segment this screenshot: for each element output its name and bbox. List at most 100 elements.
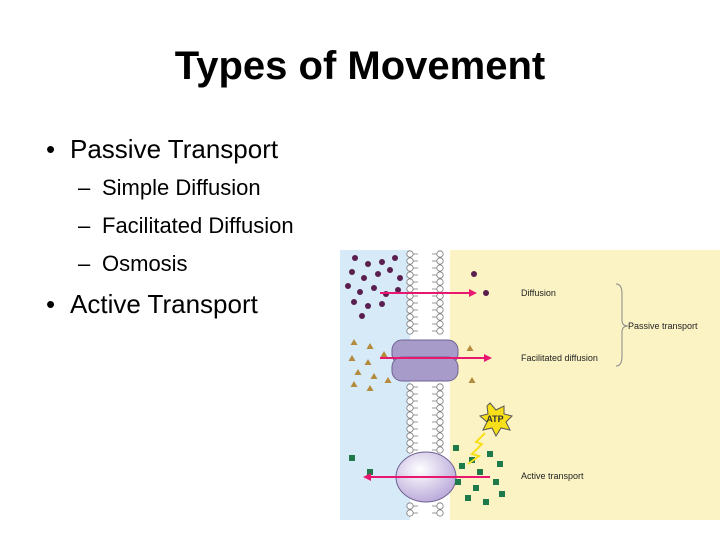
- lipid-head: [406, 278, 414, 286]
- square-molecule: [483, 499, 489, 505]
- triangle-molecule: [350, 339, 358, 345]
- lipid-head: [436, 404, 444, 412]
- square-molecule: [477, 469, 483, 475]
- sub-simple-diffusion: –Simple Diffusion: [78, 175, 261, 201]
- lipid-head: [436, 250, 444, 258]
- diffusion-molecules: [345, 255, 489, 319]
- lipid-head: [436, 446, 444, 454]
- small-molecule: [379, 301, 385, 307]
- square-molecule: [487, 451, 493, 457]
- small-molecule: [375, 271, 381, 277]
- lipid-head: [406, 432, 414, 440]
- sub-label: Simple Diffusion: [102, 175, 261, 200]
- lipid-head: [436, 299, 444, 307]
- lipid-head: [406, 418, 414, 426]
- lipid-head: [406, 320, 414, 328]
- lipid-head: [406, 411, 414, 419]
- atp-burst-icon: [478, 402, 513, 438]
- passive-transport-bracket: [615, 283, 629, 367]
- lipid-head: [406, 383, 414, 391]
- small-molecule: [351, 299, 357, 305]
- square-molecule: [453, 445, 459, 451]
- lipid-head: [436, 425, 444, 433]
- lipid-head: [436, 439, 444, 447]
- sub-label: Osmosis: [102, 251, 188, 276]
- lipid-head: [406, 502, 414, 510]
- triangle-molecule: [370, 373, 378, 379]
- small-molecule: [345, 283, 351, 289]
- lipid-head: [406, 313, 414, 321]
- intracellular-region: [450, 250, 720, 520]
- small-molecule: [365, 261, 371, 267]
- square-molecule: [455, 479, 461, 485]
- lipid-head: [406, 285, 414, 293]
- triangle-molecule: [380, 351, 388, 357]
- lipid-head: [436, 285, 444, 293]
- atp-label: ATP: [486, 414, 503, 424]
- lipid-head: [436, 397, 444, 405]
- small-molecule: [483, 290, 489, 296]
- sub-osmosis: –Osmosis: [78, 251, 188, 277]
- small-molecule: [392, 255, 398, 261]
- sub-label: Facilitated Diffusion: [102, 213, 294, 238]
- active-molecules: [349, 445, 505, 505]
- bullet-passive-transport: •Passive Transport: [46, 134, 278, 164]
- membrane-transport-diagram: ATP Diffusion Facilitated diffusion Acti…: [340, 250, 720, 520]
- lipid-head: [406, 509, 414, 517]
- small-molecule: [365, 303, 371, 309]
- triangle-molecule: [366, 343, 374, 349]
- lipid-head: [406, 439, 414, 447]
- lipid-head: [436, 418, 444, 426]
- lipid-head: [436, 383, 444, 391]
- sub-marker: –: [78, 251, 91, 276]
- lipid-head: [436, 257, 444, 265]
- lipid-head: [406, 397, 414, 405]
- sub-facilitated-diffusion: –Facilitated Diffusion: [78, 213, 294, 239]
- passive-transport-label: Passive transport: [628, 321, 698, 331]
- triangle-molecule: [366, 385, 374, 391]
- lipid-head: [436, 271, 444, 279]
- small-molecule: [357, 289, 363, 295]
- channel-protein-lower: [391, 356, 459, 382]
- lipid-head: [406, 446, 414, 454]
- square-molecule: [465, 495, 471, 501]
- small-molecule: [361, 275, 367, 281]
- small-molecule: [359, 313, 365, 319]
- bullet-marker: •: [46, 134, 56, 164]
- lipid-head: [436, 432, 444, 440]
- sub-marker: –: [78, 175, 91, 200]
- lipid-head: [436, 264, 444, 272]
- square-molecule: [367, 469, 373, 475]
- small-molecule: [352, 255, 358, 261]
- small-molecule: [387, 267, 393, 273]
- triangle-molecule: [466, 345, 474, 351]
- square-molecule: [497, 461, 503, 467]
- triangle-molecule: [354, 369, 362, 375]
- square-molecule: [493, 479, 499, 485]
- lipid-head: [436, 411, 444, 419]
- square-molecule: [499, 491, 505, 497]
- active-transport-label: Active transport: [521, 471, 584, 481]
- triangle-molecule: [350, 381, 358, 387]
- facilitated-molecules: [348, 339, 476, 391]
- triangle-molecule: [364, 359, 372, 365]
- lipid-head: [436, 509, 444, 517]
- lipid-head: [436, 278, 444, 286]
- lipid-bilayer: [406, 250, 444, 517]
- small-molecule: [395, 287, 401, 293]
- lipid-head: [436, 306, 444, 314]
- square-molecule: [459, 463, 465, 469]
- bullet-label: Active Transport: [70, 289, 258, 319]
- lipid-head: [406, 250, 414, 258]
- bullet-active-transport: •Active Transport: [46, 289, 258, 319]
- lipid-head: [406, 306, 414, 314]
- lipid-head: [406, 257, 414, 265]
- facilitated-diffusion-label: Facilitated diffusion: [521, 353, 598, 363]
- small-molecule: [471, 271, 477, 277]
- lipid-head: [406, 271, 414, 279]
- slide-title: Types of Movement: [174, 44, 546, 88]
- triangle-molecule: [384, 377, 392, 383]
- square-molecule: [473, 485, 479, 491]
- diffusion-label: Diffusion: [521, 288, 556, 298]
- small-molecule: [397, 275, 403, 281]
